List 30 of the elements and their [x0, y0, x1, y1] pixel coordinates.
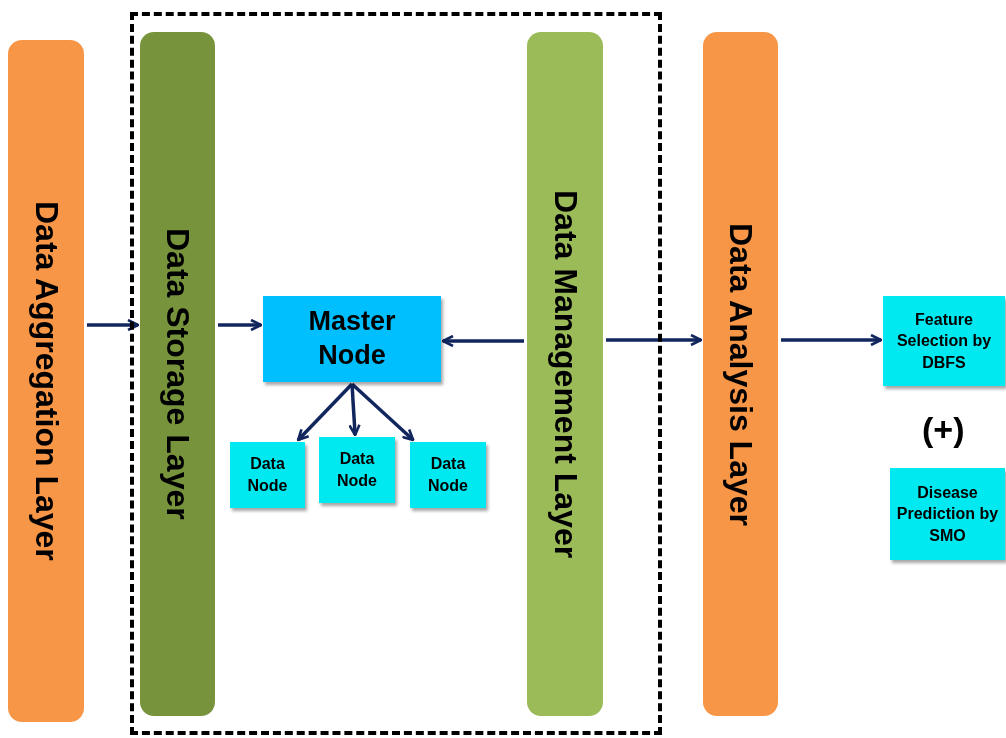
layer-label: Data Storage Layer [159, 228, 196, 520]
node-label: Data Node [336, 449, 378, 491]
arrow [350, 382, 415, 442]
process-box [319, 437, 395, 503]
layer-label: Data Analysis Layer [722, 222, 759, 526]
layer-label: Data Management Layer [546, 189, 584, 559]
arrow [441, 334, 524, 348]
layer-bar [8, 40, 84, 722]
layer-bar [703, 32, 778, 716]
node-label: Feature Selection by DBFS [895, 309, 993, 373]
arrow [781, 333, 883, 347]
dashed-boundary [130, 12, 662, 735]
layer-bar [140, 32, 215, 716]
process-box [263, 296, 441, 382]
layer-label: Data Aggregation Layer [27, 201, 65, 561]
process-box [410, 442, 486, 508]
process-box [230, 442, 305, 508]
node-label: Master Node [307, 305, 397, 372]
process-box [883, 296, 1005, 386]
arrow [218, 318, 263, 332]
arrow [296, 382, 354, 442]
node-label: Disease Prediction by SMO [895, 482, 1000, 546]
process-box [890, 468, 1005, 560]
layer-bar [527, 32, 603, 716]
arrow [606, 333, 703, 347]
plus-sign-label: (+) [922, 410, 965, 449]
node-label: Data Node [246, 454, 289, 496]
node-label: Data Node [427, 454, 469, 496]
arrow [348, 383, 361, 437]
arrow [87, 318, 140, 332]
